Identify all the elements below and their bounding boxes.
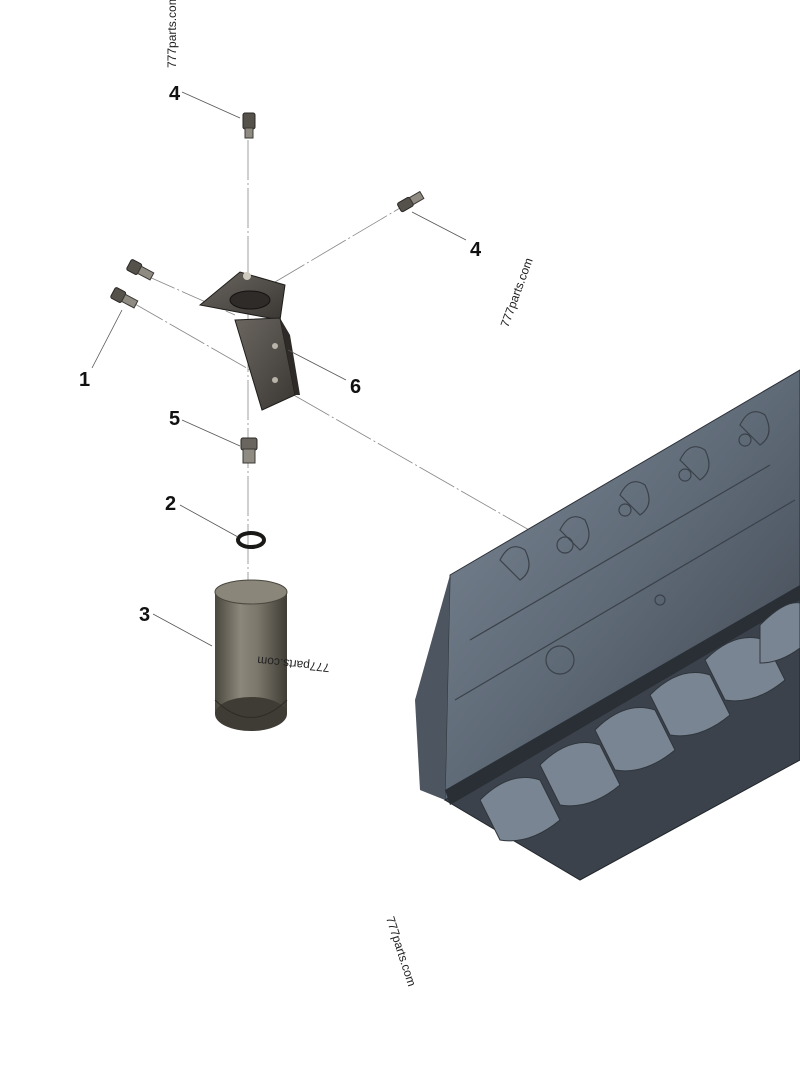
part-1-bolts	[110, 259, 155, 309]
part-5-threaded-nipple	[240, 437, 258, 464]
callout-2: 2	[165, 493, 176, 515]
callout-1: 1	[79, 369, 90, 391]
part-4-fitting-right	[397, 190, 425, 213]
callout-5: 5	[169, 408, 180, 430]
engine-block	[415, 369, 800, 881]
watermark-right: 777parts.com	[498, 256, 536, 329]
callouts: 4 4 1 6 5 2 3	[79, 83, 482, 626]
part-2-o-ring	[236, 531, 266, 549]
crank-bays	[479, 602, 800, 842]
watermark-top: 777parts.com	[165, 0, 179, 68]
callout-3: 3	[139, 604, 150, 626]
part-4-fitting-top	[242, 112, 256, 139]
part-3-oil-filter	[214, 579, 288, 731]
callout-4-top: 4	[169, 83, 181, 105]
block-details	[454, 411, 796, 701]
leader-lines	[91, 91, 467, 647]
callout-4-right: 4	[470, 239, 482, 261]
callout-6: 6	[350, 376, 361, 398]
part-6-filter-bracket	[198, 271, 300, 411]
watermarks: 777parts.com 777parts.com 777parts.com 7…	[165, 0, 536, 988]
watermark-bottom: 777parts.com	[383, 915, 419, 988]
